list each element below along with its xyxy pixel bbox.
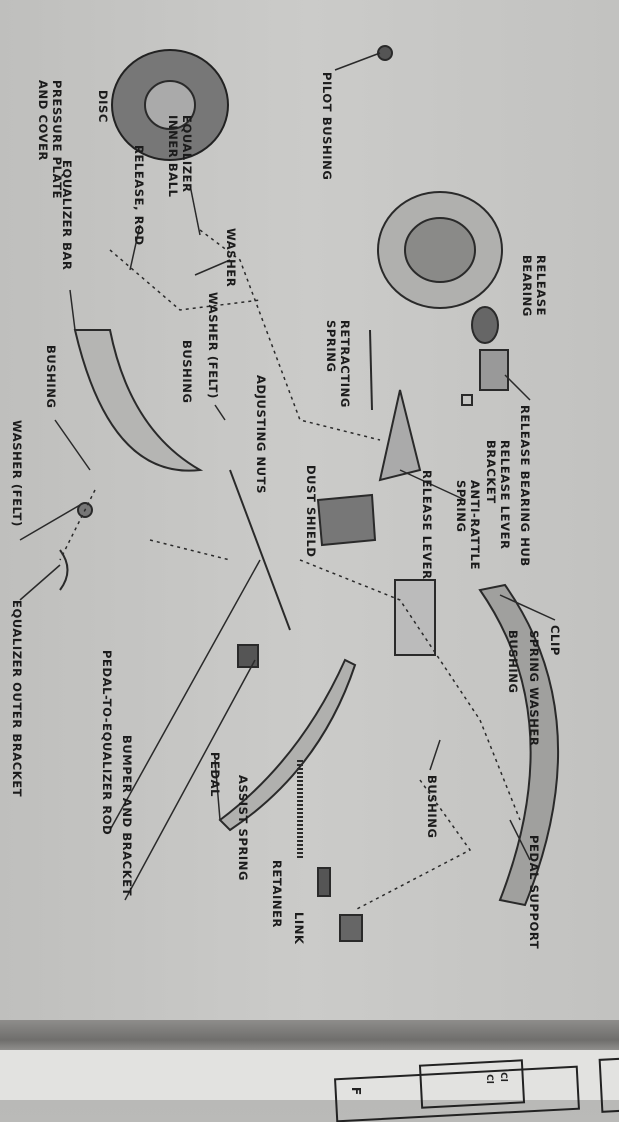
label-clip: CLIP <box>548 625 562 656</box>
label-line: RETRACTING <box>338 320 352 408</box>
table-cell <box>418 1059 526 1109</box>
label-equalizer-bar: EQUALIZER BAR <box>60 160 74 271</box>
label-washer-felt: WASHER (FELT) <box>206 292 220 399</box>
outer-bracket-part <box>59 549 69 591</box>
label-release-lever: RELEASE LEVER <box>420 470 434 580</box>
bracket-part <box>394 579 436 656</box>
pedal-part <box>218 658 357 832</box>
label-bushing: BUSHING <box>180 340 194 404</box>
label-disc: DISC <box>96 90 110 123</box>
clutch-disc <box>111 49 229 161</box>
label-pilot-bushing: PILOT BUSHING <box>320 72 334 181</box>
release-bearing-hub-part <box>479 349 509 391</box>
pressure-plate <box>377 191 503 309</box>
label-line: SPRING <box>324 320 338 373</box>
next-page: F Cl Cl <box>0 1050 619 1122</box>
label-line: AND COVER <box>36 80 50 161</box>
label-bushing: BUSHING <box>506 630 520 694</box>
assembly-guide-lines <box>59 229 521 911</box>
retainer-part <box>317 867 331 897</box>
adjusting-rod-part <box>229 469 291 631</box>
label-pedal-to-equalizer-rod: PEDAL-TO-EQUALIZER ROD <box>100 650 114 836</box>
label-line: BEARING <box>520 255 534 317</box>
label-link: LINK <box>292 912 306 945</box>
label-bushing: BUSHING <box>44 345 58 409</box>
label-line: ANTI-RATTLE <box>468 480 482 571</box>
label-equalizer-outer-bracket: EQUALIZER OUTER BRACKET <box>10 600 24 798</box>
release-lever-part <box>378 389 422 482</box>
label-line: SPRING <box>454 480 468 533</box>
label-bushing: BUSHING <box>425 775 439 839</box>
label-pedal-support: PEDAL SUPPORT <box>527 835 541 950</box>
label-line: PRESSURE PLATE <box>50 80 64 200</box>
label-dust-shield: DUST SHIELD <box>304 465 318 558</box>
label-line: RELEASE <box>534 255 548 317</box>
leader-lines <box>19 52 556 901</box>
label-washer-felt: WASHER (FELT) <box>10 420 24 527</box>
label-retainer: RETAINER <box>270 860 284 928</box>
label-release-rod: RELEASE, ROD <box>132 145 146 246</box>
label-assist-spring: ASSIST SPRING <box>236 775 250 882</box>
dust-shield-part <box>316 493 377 547</box>
label-bumper-and-bracket: BUMPER AND BRACKET <box>120 735 134 897</box>
label-line: BRACKET <box>484 440 498 504</box>
pedal-support-part <box>478 583 560 907</box>
label-line: RELEASE LEVER <box>498 440 512 550</box>
equalizer-bar-part <box>73 329 204 472</box>
link-part <box>339 914 363 942</box>
clutch-exploded-view-drawing <box>19 45 560 942</box>
label-spring-washer: SPRING WASHER <box>527 630 541 747</box>
table-text-fragment: Cl <box>483 1074 494 1084</box>
table-frame <box>598 1057 619 1113</box>
bumper-part <box>237 644 259 668</box>
label-adjusting-nuts: ADJUSTING NUTS <box>254 375 268 495</box>
label-line: EQUALIZER <box>180 115 194 193</box>
pilot-bushing-part <box>377 45 393 61</box>
release-lever-bracket-part <box>461 394 473 406</box>
label-release-bearing-hub: RELEASE BEARING HUB <box>518 405 532 567</box>
label-pedal: PEDAL <box>208 752 222 798</box>
retracting-spring-part <box>369 329 373 411</box>
release-bearing-part <box>471 306 499 344</box>
label-line: INNER BALL <box>166 115 180 198</box>
table-text-fragment: Cl <box>497 1072 508 1082</box>
label-washer: WASHER <box>224 228 238 288</box>
table-text-fragment: F <box>349 1086 364 1096</box>
